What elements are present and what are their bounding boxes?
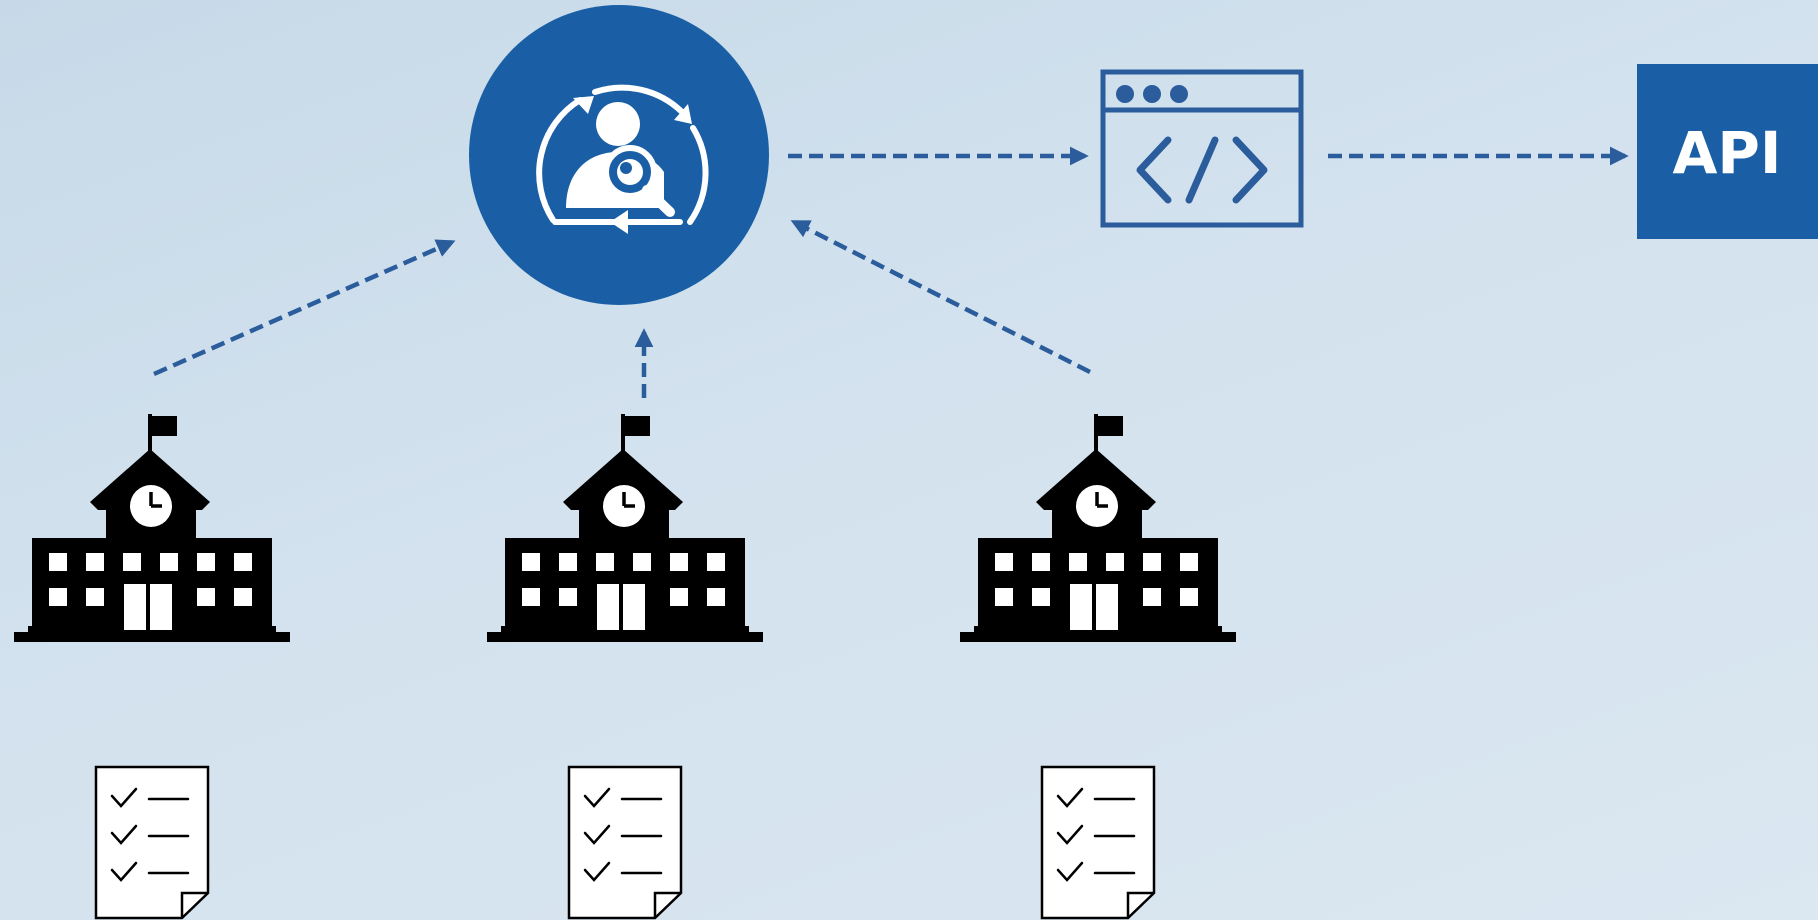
- hub-node: [469, 5, 769, 305]
- api-box: API: [1637, 64, 1818, 239]
- checklist-document-icon: [1040, 765, 1156, 920]
- checklist-document-icon: [567, 765, 683, 920]
- arrow-school-right-to-hub: [790, 219, 1092, 375]
- checklist-document-icon: [94, 765, 210, 920]
- code-window-icon: [1100, 69, 1304, 228]
- school-building-icon: [958, 414, 1238, 644]
- api-label: API: [1673, 119, 1782, 187]
- school-building-icon: [485, 414, 765, 644]
- school-building-icon: [12, 414, 292, 644]
- arrow-school-left-to-hub: [153, 239, 456, 377]
- user-search-cycle-icon: [536, 84, 709, 234]
